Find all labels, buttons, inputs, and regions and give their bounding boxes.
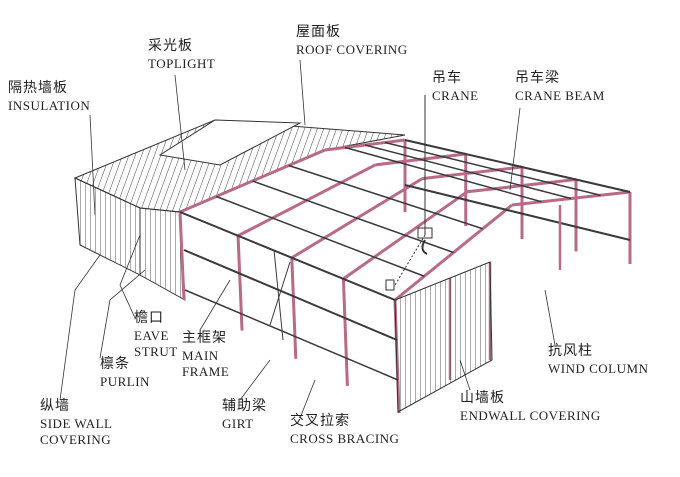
label-eave-strut: 檐口 EAVE STRUT bbox=[134, 310, 178, 360]
label-en: GIRT bbox=[222, 415, 254, 431]
label-roof-covering: 屋面板 ROOF COVERING bbox=[296, 24, 408, 58]
label-insulation: 隔热墙板 INSULATION bbox=[8, 80, 90, 114]
label-wind-column: 抗风柱 WIND COLUMN bbox=[548, 343, 648, 377]
label-en: COVERING bbox=[40, 431, 112, 447]
label-zh: 抗风柱 bbox=[548, 343, 593, 359]
label-en: STRUT bbox=[134, 343, 178, 359]
label-toplight: 采光板 TOPLIGHT bbox=[148, 38, 215, 72]
purlin bbox=[344, 146, 542, 203]
label-en: ROOF COVERING bbox=[296, 41, 408, 57]
main-frames bbox=[178, 138, 632, 414]
side-building bbox=[73, 119, 406, 301]
side-wall-covering bbox=[139, 207, 186, 301]
label-en: PURLIN bbox=[100, 373, 150, 389]
label-en: CROSS BRACING bbox=[290, 430, 400, 446]
label-en: EAVE bbox=[134, 327, 169, 343]
label-en: FRAME bbox=[182, 363, 230, 379]
label-side-wall-covering: 纵墙 SIDE WALL COVERING bbox=[40, 398, 113, 448]
label-zh: 纵墙 bbox=[40, 398, 70, 414]
label-en: MAIN bbox=[182, 347, 219, 363]
label-en: ENDWALL COVERING bbox=[460, 407, 601, 423]
label-en: CRANE bbox=[432, 87, 479, 103]
label-zh: 采光板 bbox=[148, 38, 193, 54]
crane-beam bbox=[183, 249, 398, 341]
label-zh: 吊车梁 bbox=[515, 70, 560, 86]
label-zh: 檐口 bbox=[134, 310, 164, 326]
girt bbox=[184, 289, 399, 381]
label-crane: 吊车 CRANE bbox=[432, 70, 479, 104]
cross-bracing bbox=[269, 261, 291, 326]
crane-beam bbox=[404, 184, 631, 241]
label-en: CRANE BEAM bbox=[515, 87, 605, 103]
label-zh: 隔热墙板 bbox=[8, 80, 68, 96]
label-zh: 辅助梁 bbox=[222, 398, 267, 414]
cross-bracing bbox=[273, 249, 284, 341]
label-cross-bracing: 交叉拉索 CROSS BRACING bbox=[290, 413, 399, 447]
leader-lines bbox=[59, 59, 556, 419]
label-zh: 屋面板 bbox=[296, 24, 341, 40]
label-zh: 交叉拉索 bbox=[290, 413, 350, 429]
label-en: TOPLIGHT bbox=[148, 55, 216, 71]
label-en: SIDE WALL bbox=[40, 415, 113, 431]
main-frame-column bbox=[341, 278, 349, 386]
label-girt: 辅助梁 GIRT bbox=[222, 398, 267, 432]
label-zh: 檩条 bbox=[100, 356, 130, 372]
purlin bbox=[215, 195, 425, 277]
purlin bbox=[384, 141, 601, 196]
eave-strut bbox=[404, 139, 631, 193]
label-crane-beam: 吊车梁 CRANE BEAM bbox=[515, 70, 605, 104]
purlin bbox=[364, 144, 572, 200]
label-zh: 吊车 bbox=[432, 70, 462, 86]
purlin bbox=[288, 164, 483, 230]
label-purlin: 檩条 PURLIN bbox=[100, 356, 150, 390]
purlin bbox=[252, 180, 454, 254]
endwall-covering bbox=[394, 261, 493, 413]
label-main-frame: 主框架 MAIN FRAME bbox=[182, 330, 229, 380]
label-zh: 主框架 bbox=[182, 330, 227, 346]
label-endwall-covering: 山墙板 ENDWALL COVERING bbox=[460, 390, 601, 424]
label-en: WIND COLUMN bbox=[548, 360, 649, 376]
main-frame-column bbox=[178, 211, 186, 301]
main-frame-column bbox=[290, 257, 298, 359]
main-frame-column bbox=[236, 235, 244, 331]
eave-strut bbox=[179, 211, 396, 301]
label-zh: 山墙板 bbox=[460, 390, 505, 406]
label-en: INSULATION bbox=[8, 97, 91, 113]
crane bbox=[385, 95, 433, 291]
toplight-panel bbox=[158, 119, 302, 166]
